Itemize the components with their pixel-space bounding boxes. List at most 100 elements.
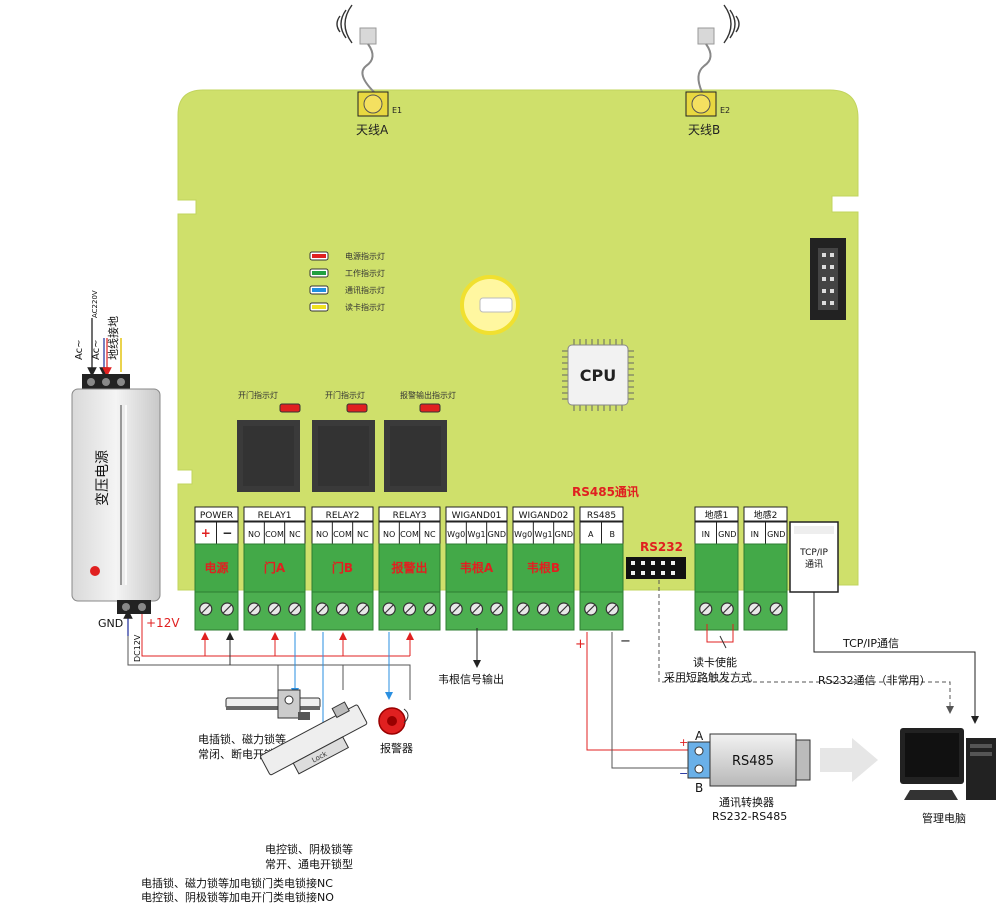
psu-12v-label: +12V: [146, 616, 180, 630]
power-supply: Ac~ Ac~ AC220V 地线接地 变压电源 GND +12V DC12V: [71, 290, 180, 662]
terminal-pin-label: IN: [702, 530, 710, 539]
relay-led-1: 开门指示灯: [238, 390, 301, 413]
terminal-pin-label: Wg1: [534, 530, 552, 539]
led-work-label: 工作指示灯: [345, 268, 385, 278]
led-power: 电源指示灯: [309, 251, 385, 261]
terminal-header: WIGAND01: [452, 511, 502, 521]
terminal-header: 地感1: [705, 509, 729, 521]
psu-ground-label: 地线接地: [106, 316, 120, 360]
psu-indicator-icon: [90, 566, 100, 576]
terminal-pin-label: NO: [316, 530, 328, 539]
terminal-pin-label: GND: [767, 530, 785, 539]
terminal-label: 电源: [204, 560, 228, 575]
led-read: 读卡指示灯: [309, 302, 385, 312]
terminal-header: RS485: [587, 511, 616, 521]
terminal-label: 韦根A: [460, 560, 494, 575]
cpu-label: CPU: [580, 366, 616, 385]
terminal-pin-label: COM: [333, 530, 352, 539]
antenna-a-label: 天线A: [356, 123, 389, 137]
no-lock-label: 电控锁、阴极锁等: [265, 842, 353, 856]
rs232-label: RS232: [640, 540, 683, 554]
relay-led-2: 开门指示灯: [325, 390, 368, 413]
terminal-header: RELAY3: [393, 511, 427, 521]
relay-1: [237, 420, 300, 492]
psu-gnd-label: GND: [98, 617, 123, 630]
relay-led-1-label: 开门指示灯: [238, 390, 278, 400]
relay-led-3-label: 报警输出指示灯: [400, 390, 456, 400]
reader-enable-label: 读卡使能: [693, 655, 737, 669]
converter-plus-mark: +: [679, 736, 688, 749]
computer-icon: [900, 728, 996, 800]
cpu-chip: CPU: [562, 339, 634, 411]
converter-a-label: A: [695, 729, 704, 743]
rs232-port[interactable]: [626, 557, 686, 579]
converter-sublabel: RS232-RS485: [712, 810, 787, 823]
terminal-label: 门B: [332, 560, 353, 575]
terminal-pin-label: COM: [400, 530, 419, 539]
antenna-a: E1 天线A: [336, 4, 402, 137]
psu-name: 变压电源: [95, 450, 111, 506]
converter-b-label: B: [695, 781, 703, 795]
converter-minus-mark: −: [679, 767, 688, 780]
alarm-siren-icon: [378, 707, 409, 735]
flow-arrow-icon: [820, 738, 878, 782]
terminal-label: 韦根B: [527, 560, 560, 575]
terminal-pin-label: Wg0: [514, 530, 532, 539]
led-power-label: 电源指示灯: [345, 251, 385, 261]
antenna-b-label: 天线B: [688, 123, 720, 137]
converter-box-label: RS485: [732, 754, 774, 769]
terminal-pin-label: NC: [424, 530, 436, 539]
rs232-comm-label: RS232通信（非常用）: [818, 674, 931, 687]
tcpip-port-sublabel: 通讯: [805, 559, 823, 570]
led-read-label: 读卡指示灯: [345, 302, 385, 312]
antenna-b: E2 天线B: [685, 4, 740, 137]
psu-dc12-label: DC12V: [133, 634, 142, 662]
terminal-header: 地感2: [754, 509, 778, 521]
tcpip-comm-label: TCP/IP通信: [842, 637, 899, 650]
terminal-pin-label: Wg0: [447, 530, 465, 539]
pin-header-connector: [810, 238, 846, 320]
relay-led-2-label: 开门指示灯: [325, 390, 365, 400]
no-lock-sublabel: 常开、通电开锁型: [265, 857, 353, 871]
terminal-pin-label: Wg1: [467, 530, 485, 539]
terminal-pin-label: GND: [488, 530, 506, 539]
terminal-pin-label: NO: [383, 530, 395, 539]
wiring-note-nc: 电插锁、磁力锁等加电锁门类电锁接NC: [141, 876, 333, 890]
nc-lock-icon: [225, 689, 321, 720]
antenna-a-tag: E1: [392, 106, 402, 115]
terminal-pin-label: NC: [289, 530, 301, 539]
rs485-title: RS485通讯: [572, 484, 639, 499]
rs485-plus-mark: +: [575, 637, 586, 652]
terminal-pin-label: −: [222, 526, 232, 540]
wires: [127, 580, 979, 769]
rs485-minus-mark: −: [620, 634, 631, 649]
converter-label: 通讯转换器: [719, 795, 774, 809]
alarm-label: 报警器: [380, 741, 413, 755]
relay-2: [312, 420, 375, 492]
terminal-pin-label: GND: [718, 530, 736, 539]
tcpip-port[interactable]: TCP/IP 通讯: [789, 521, 839, 593]
nc-lock-label: 电插锁、磁力锁等: [198, 732, 286, 746]
terminal-pin-label: NO: [248, 530, 260, 539]
no-lock-icon: Lock: [260, 701, 368, 776]
terminal-label: 门A: [264, 560, 286, 575]
wiring-note-no: 电控锁、阴极锁等加电开门类电锁接NO: [141, 890, 334, 904]
pc-label: 管理电脑: [922, 811, 966, 825]
status-led-group: 电源指示灯 工作指示灯 通讯指示灯 读卡指示灯: [309, 251, 385, 312]
terminal-pin-label: COM: [265, 530, 284, 539]
relay-led-3: 报警输出指示灯: [400, 390, 456, 413]
terminal-power: POWER+−电源: [194, 506, 239, 631]
terminal-header: RELAY2: [326, 511, 360, 521]
terminal-pin-label: GND: [555, 530, 573, 539]
led-comm: 通讯指示灯: [309, 285, 385, 295]
wiegand-output-label: 韦根信号输出: [438, 672, 504, 686]
psu-ac2-label: Ac~: [91, 339, 102, 360]
